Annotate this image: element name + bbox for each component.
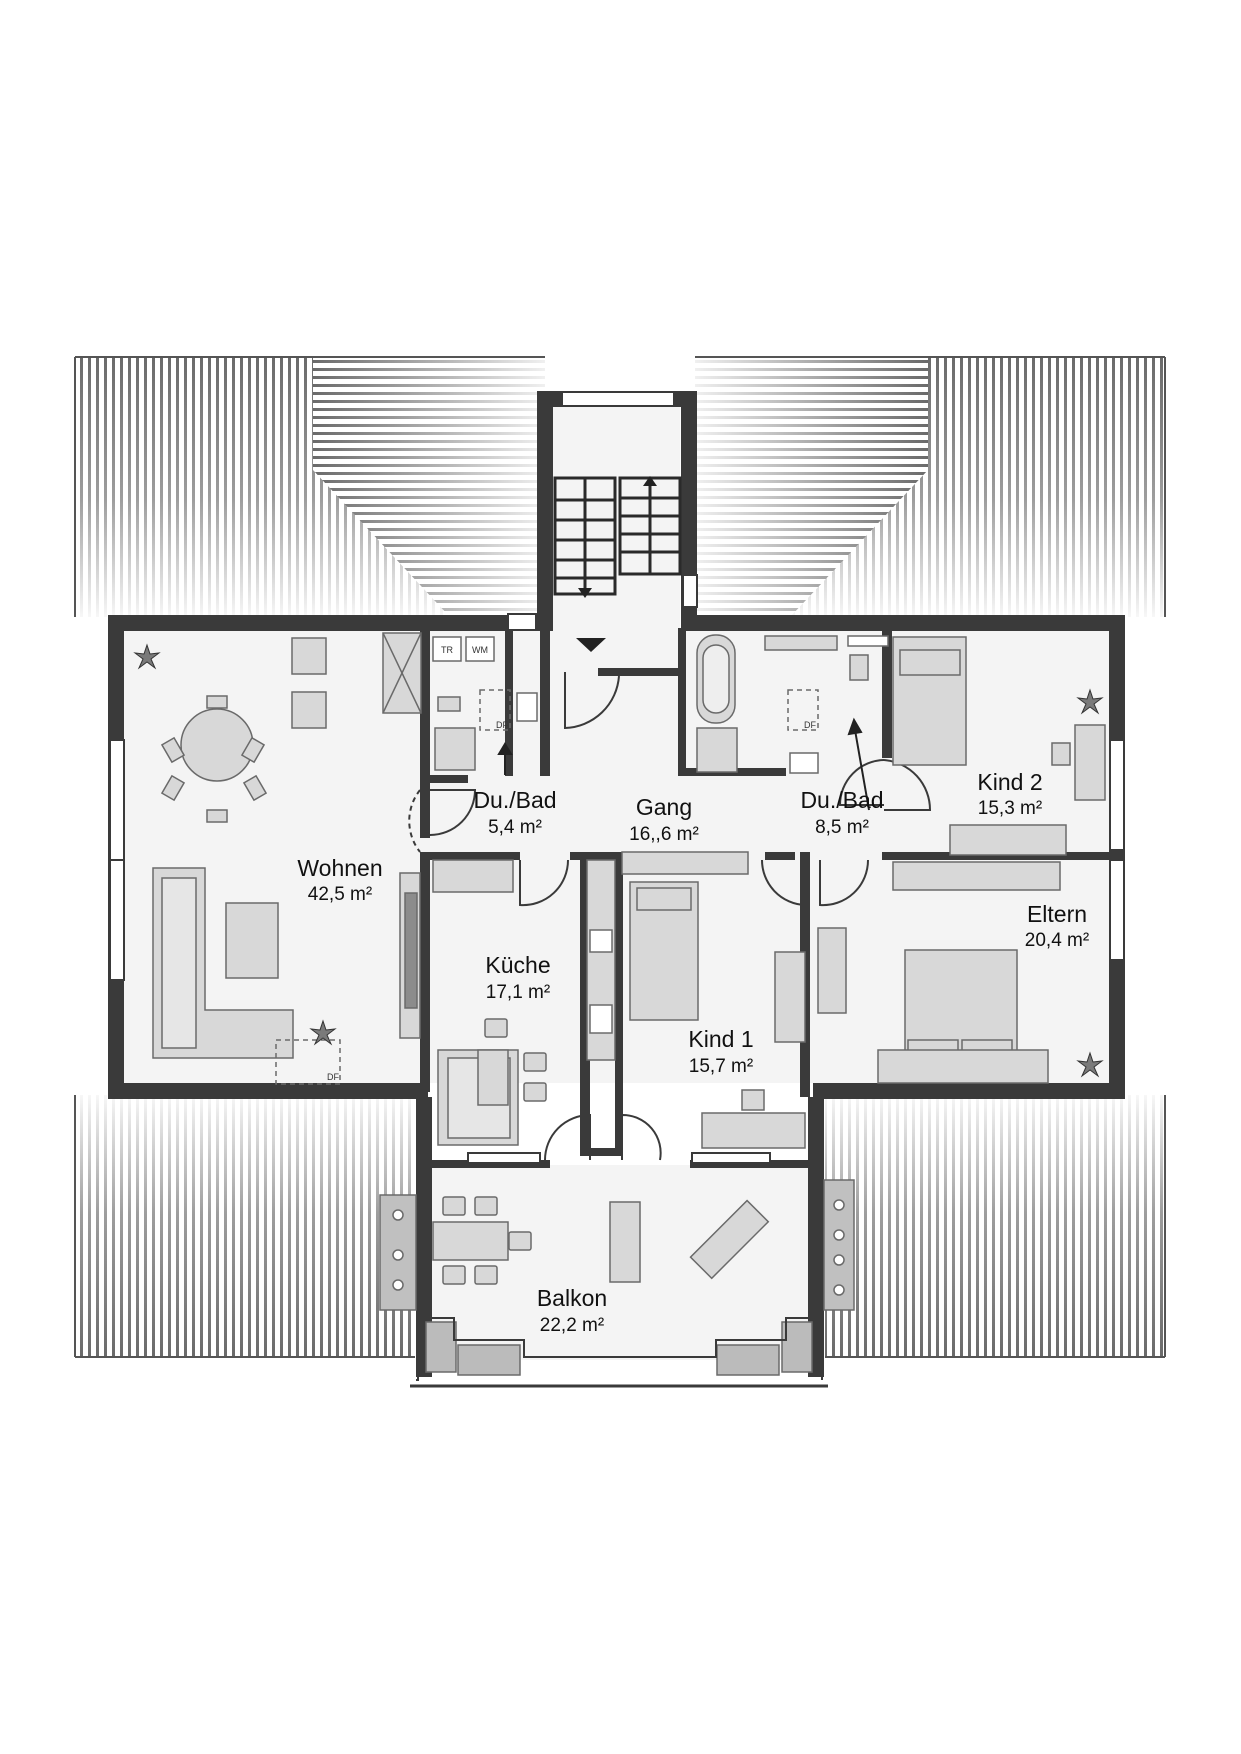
parents-room-furniture (817, 861, 1061, 1084)
window-icon (467, 1152, 541, 1164)
door-swing-icon (838, 759, 885, 806)
doors[interactable] (408, 672, 932, 1161)
door-swing-icon (564, 672, 620, 730)
window-icon (561, 391, 675, 407)
window-icon (109, 739, 125, 861)
entry-arrow-icon (497, 742, 513, 775)
bathroom-2-fixtures (696, 634, 889, 774)
room-name-wohnen: Wohnen (297, 855, 382, 881)
washer-label: WM (472, 645, 488, 655)
room-name-eltern: Eltern (1027, 901, 1087, 927)
room-area-balkon: 22,2 m² (540, 1315, 604, 1336)
roof-area (74, 356, 1166, 1358)
window-icon (109, 859, 125, 981)
room-area-eltern: 20,4 m² (1025, 930, 1089, 951)
window-icon (507, 613, 537, 631)
room-name-kind1: Kind 1 (688, 1026, 753, 1052)
living-room-furniture (152, 632, 422, 1085)
room-area-wohnen: 42,5 m² (308, 884, 372, 905)
room-area-kind1: 15,7 m² (689, 1056, 753, 1077)
stair-direction-arrow-icon (576, 476, 657, 652)
windows (109, 391, 1125, 1164)
roof-window-label: DF (804, 720, 816, 730)
bathroom-1-fixtures (432, 636, 538, 771)
door-swing-icon (544, 1113, 591, 1161)
door-swing-icon (819, 859, 870, 907)
room-area-bad2: 8,5 m² (815, 817, 869, 838)
room-name-bad2: Du./Bad (800, 787, 883, 813)
door-swing-icon (760, 859, 806, 907)
window-icon (682, 574, 698, 608)
staircase (553, 476, 682, 596)
room-name-balkon: Balkon (537, 1285, 607, 1311)
kitchen-furniture (432, 859, 616, 1146)
room-area-kind2: 15,3 m² (978, 798, 1042, 819)
room-name-bad1: Du./Bad (473, 787, 556, 813)
room-area-bad1: 5,4 m² (488, 817, 542, 838)
entry-arrow-icon (847, 717, 870, 811)
child-room-2-furniture (892, 636, 1106, 856)
window-icon (691, 1152, 771, 1164)
room-area-gang: 16,,6 m² (629, 824, 699, 845)
door-swing-icon (621, 1113, 662, 1161)
window-icon (1109, 739, 1125, 851)
balcony-furniture (379, 1179, 855, 1376)
room-area-kueche: 17,1 m² (486, 982, 550, 1003)
dryer-label: TR (441, 645, 453, 655)
window-icon (1109, 859, 1125, 961)
door-swing-icon (519, 859, 570, 907)
room-name-kueche: Küche (485, 952, 550, 978)
child-room-1-furniture (621, 851, 806, 1149)
balcony-railing (410, 1317, 828, 1388)
room-name-kind2: Kind 2 (977, 769, 1042, 795)
roof-window-label: DF (327, 1072, 339, 1082)
roof-window-label: DF (496, 720, 508, 730)
room-name-gang: Gang (636, 794, 692, 820)
door-swing-icon (429, 789, 477, 836)
